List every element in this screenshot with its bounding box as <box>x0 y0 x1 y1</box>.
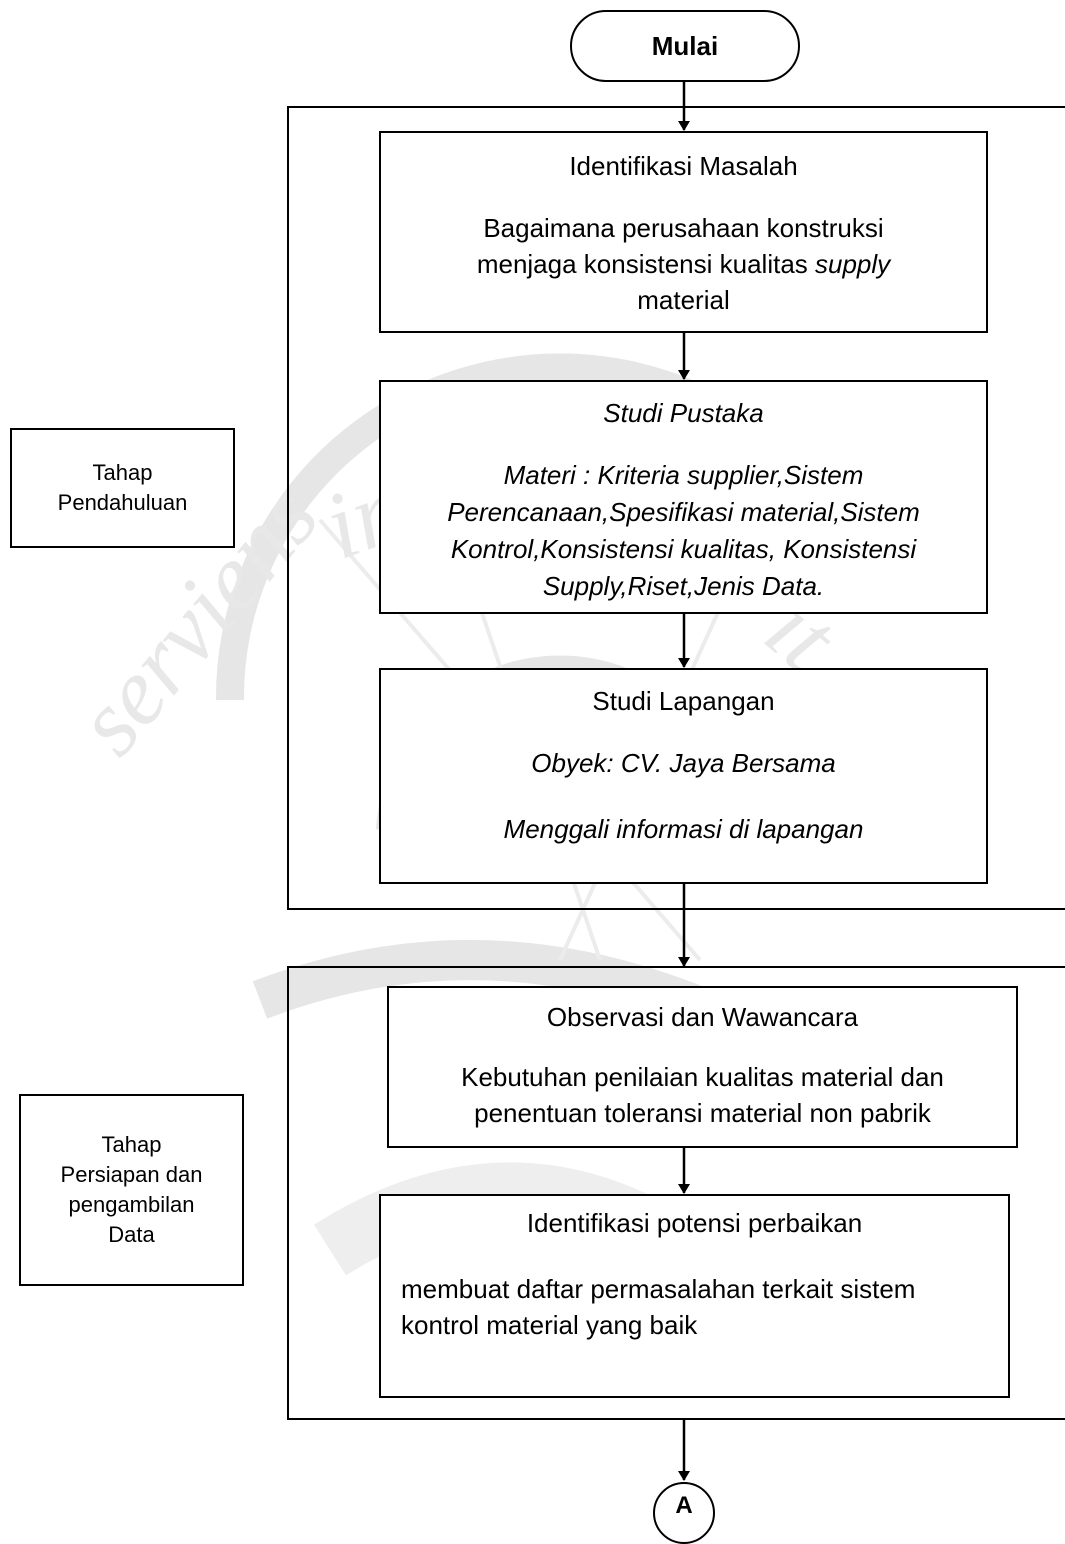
identifikasi-masalah-box: Identifikasi Masalah Bagaimana perusahaa… <box>379 131 988 333</box>
start-label: Mulai <box>651 30 719 61</box>
identifikasi-masalah-title: Identifikasi Masalah <box>569 151 798 181</box>
connector-label: A <box>675 1492 693 1519</box>
identifikasi-potensi-title: Identifikasi potensi perbaikan <box>526 1208 863 1238</box>
studi-pustaka-box: Studi Pustaka Materi : Kriteria supplier… <box>379 380 988 614</box>
observasi-wawancara-title: Observasi dan Wawancara <box>546 1002 859 1032</box>
phase1-label: Tahap Pendahuluan <box>10 428 235 548</box>
offpage-connector-a: A <box>653 1482 715 1544</box>
studi-pustaka-title: Studi Pustaka <box>603 398 764 428</box>
phase1-frame <box>287 106 1065 910</box>
studi-lapangan-box: Studi Lapangan Obyek: CV. Jaya Bersama M… <box>379 668 988 884</box>
phase2-frame <box>287 966 1065 1420</box>
identifikasi-potensi-box: Identifikasi potensi perbaikan membuat d… <box>379 1194 1010 1398</box>
studi-lapangan-title: Studi Lapangan <box>592 686 775 716</box>
start-terminator: Mulai <box>570 10 800 82</box>
observasi-wawancara-box: Observasi dan Wawancara Kebutuhan penila… <box>387 986 1018 1148</box>
phase2-label: Tahap Persiapan dan pengambilan Data <box>19 1094 244 1286</box>
